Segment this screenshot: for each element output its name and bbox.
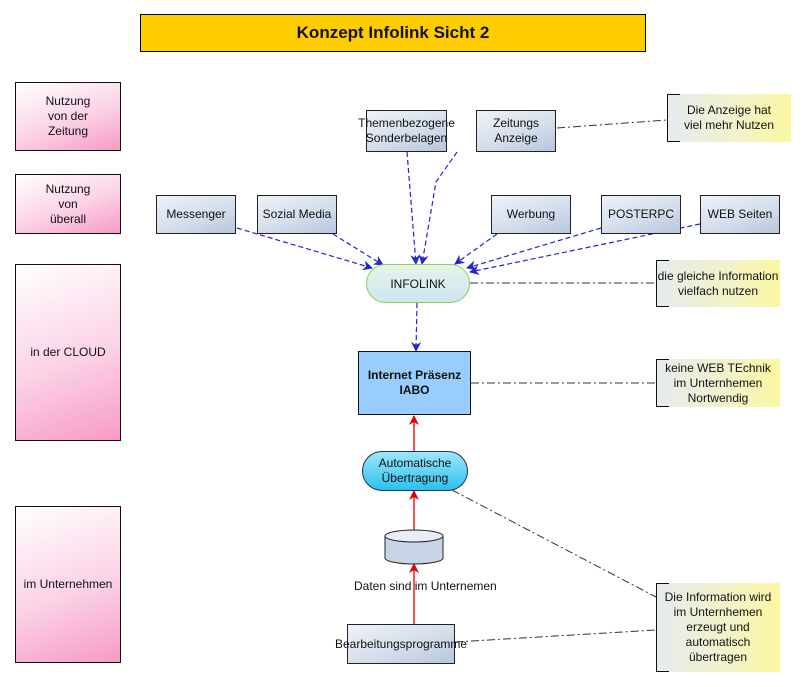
- node-posterpc[interactable]: POSTERPC: [601, 195, 681, 234]
- note-text: Die Information wird im Unternhemen erze…: [664, 590, 772, 664]
- flow-posterpc-to-infolink: [466, 227, 602, 271]
- flow-zeitungsanzeige-to-infolink: [418, 151, 458, 265]
- note-information-erzeugt: Die Information wird im Unternhemen erze…: [656, 583, 780, 672]
- node-bearbeitungsprogramme[interactable]: Bearbeitungsprogramme: [335, 624, 467, 664]
- lane-unternehmen: im Unternehmen: [15, 506, 121, 663]
- flow-werbung-to-infolink: [454, 233, 498, 265]
- node-messenger[interactable]: Messenger: [156, 195, 236, 234]
- lane-nutzung-zeitung: Nutzung von der Zeitung: [15, 82, 121, 151]
- note-gleiche-information: die gleiche Information vielfach nutzen: [656, 260, 780, 307]
- node-zeitungs-anzeige[interactable]: Zeitungs Anzeige: [476, 110, 556, 152]
- database-label: Daten sind im Unternemen: [354, 579, 497, 593]
- node-infolink[interactable]: INFOLINK: [366, 264, 470, 303]
- node-werbung[interactable]: Werbung: [491, 195, 571, 234]
- note-link-editor: [454, 629, 657, 643]
- note-bracket: [656, 260, 669, 307]
- flow-infolink-to-presence: [411, 302, 422, 352]
- node-themenbezogene-sonderbelagen[interactable]: Themenbezogene Sonderbelagen: [358, 110, 455, 152]
- note-anzeige-nutzen: Die Anzeige hat viel mehr Nutzen: [667, 94, 791, 142]
- note-bracket: [667, 94, 680, 142]
- lane-nutzung-ueberall: Nutzung von überall: [15, 174, 121, 234]
- note-bracket: [656, 583, 669, 672]
- flow-themen-to-infolink: [406, 151, 421, 265]
- flow-sozial-to-infolink: [332, 233, 384, 266]
- note-text: Die Anzeige hat viel mehr Nutzen: [683, 103, 775, 132]
- flow-messenger-to-infolink: [236, 227, 373, 271]
- note-text: keine WEB TEchnik im Unternhemen Nortwen…: [665, 360, 771, 405]
- note-keine-web-technik: keine WEB TEchnik im Unternhemen Nortwen…: [656, 359, 780, 407]
- flow-webseiten-to-infolink: [469, 223, 701, 276]
- node-sozial-media[interactable]: Sozial Media: [257, 195, 337, 234]
- note-bracket: [656, 359, 669, 407]
- lane-cloud: in der CLOUD: [15, 264, 121, 441]
- database-icon: [384, 529, 444, 565]
- note-text: die gleiche Information vielfach nutzen: [657, 268, 779, 298]
- note-link-anzeige: [556, 119, 668, 129]
- node-web-seiten[interactable]: WEB Seiten: [700, 195, 780, 234]
- node-automatische-uebertragung[interactable]: Automatische Übertragung: [362, 451, 468, 491]
- note-link-transfer: [451, 489, 657, 598]
- diagram-title: Konzept Infolink Sicht 2: [140, 14, 646, 52]
- node-internet-praesenz-iabo[interactable]: Internet Präsenz IABO: [358, 351, 471, 415]
